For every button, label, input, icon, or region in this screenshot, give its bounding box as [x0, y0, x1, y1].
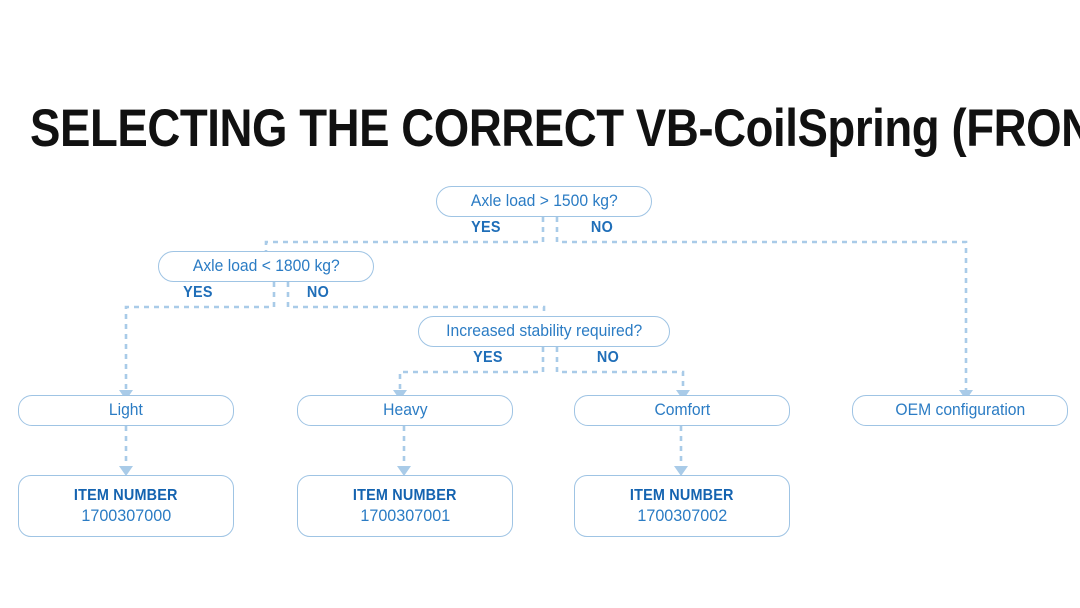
page-title: SELECTING THE CORRECT VB-CoilSpring (FRO… [30, 98, 1080, 158]
branch-label-d3-yes: YES [473, 349, 503, 366]
item-number-heading: ITEM NUMBER [630, 486, 734, 504]
result-label: OEM configuration [895, 401, 1025, 419]
item-number-value: 1700307001 [360, 505, 450, 525]
result-label: Light [109, 401, 143, 419]
branch-label-d3-no: NO [596, 349, 620, 366]
result-label: Comfort [654, 401, 710, 419]
decision-label: Axle load < 1800 kg? [192, 257, 340, 275]
result-label: Heavy [382, 401, 428, 419]
item-number-card-3[interactable]: ITEM NUMBER 1700307002 [574, 475, 790, 537]
item-number-value: 1700307000 [81, 505, 171, 525]
item-number-heading: ITEM NUMBER [74, 486, 178, 504]
branch-label-d1-no: NO [590, 219, 614, 236]
decision-label: Axle load > 1500 kg? [470, 192, 618, 210]
item-number-card-1[interactable]: ITEM NUMBER 1700307000 [18, 475, 234, 537]
decision-node-axle-load-1500[interactable]: Axle load > 1500 kg? [436, 186, 652, 217]
result-node-oem-configuration[interactable]: OEM configuration [852, 395, 1068, 426]
item-number-heading: ITEM NUMBER [353, 486, 457, 504]
result-node-heavy[interactable]: Heavy [297, 395, 513, 426]
result-node-comfort[interactable]: Comfort [574, 395, 790, 426]
branch-label-d2-yes: YES [183, 284, 213, 301]
branch-label-d2-no: NO [306, 284, 330, 301]
result-node-light[interactable]: Light [18, 395, 234, 426]
branch-label-d1-yes: YES [471, 219, 501, 236]
decision-label: Increased stability required? [445, 322, 643, 340]
item-number-value: 1700307002 [637, 505, 727, 525]
decision-node-axle-load-1800[interactable]: Axle load < 1800 kg? [158, 251, 374, 282]
decision-node-increased-stability[interactable]: Increased stability required? [418, 316, 670, 347]
item-number-card-2[interactable]: ITEM NUMBER 1700307001 [297, 475, 513, 537]
